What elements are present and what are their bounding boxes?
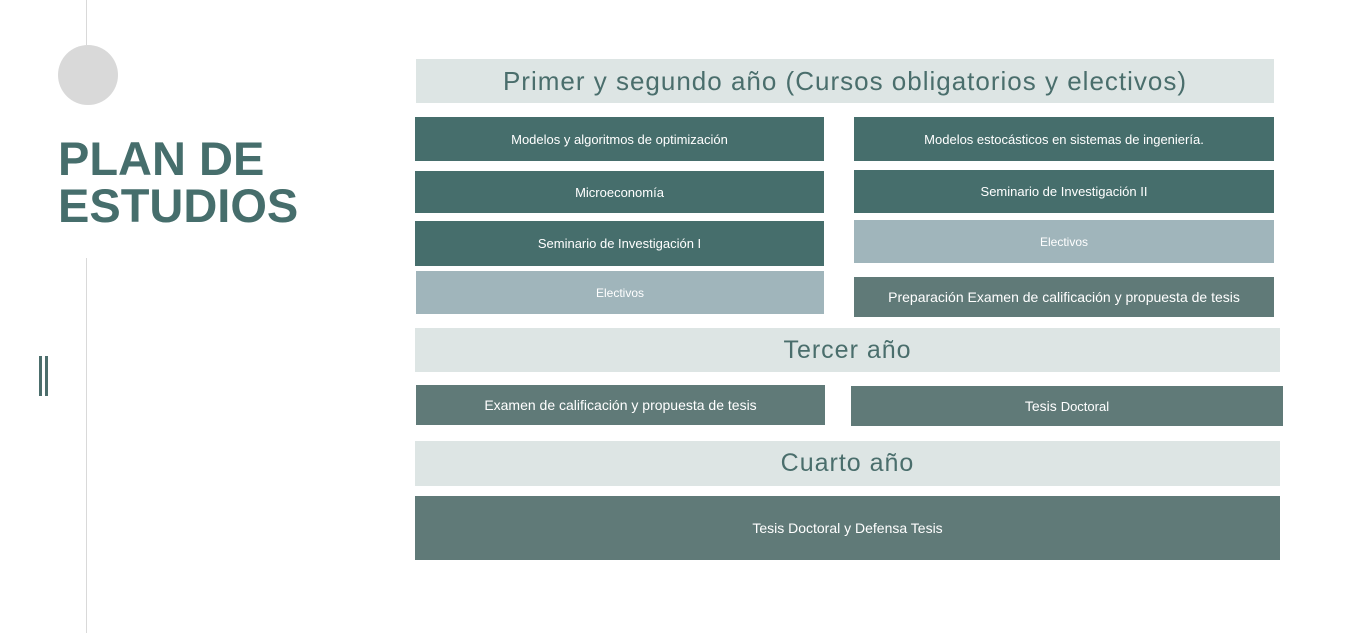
course-seminario-2: Seminario de Investigación II xyxy=(854,170,1274,213)
course-microeconomia: Microeconomía xyxy=(415,171,824,213)
course-optimizacion: Modelos y algoritmos de optimización xyxy=(415,117,824,161)
course-examen-calificacion: Examen de calificación y propuesta de te… xyxy=(416,385,825,425)
course-tesis-doctoral: Tesis Doctoral xyxy=(851,386,1283,426)
course-estocasticos: Modelos estocásticos en sistemas de inge… xyxy=(854,117,1274,161)
course-preparacion-examen: Preparación Examen de calificación y pro… xyxy=(854,277,1274,317)
header-year-3: Tercer año xyxy=(415,328,1280,372)
course-electivos-left: Electivos xyxy=(416,271,824,314)
course-electivos-right: Electivos xyxy=(854,220,1274,263)
decorative-circle xyxy=(58,45,118,105)
divider-line-bottom xyxy=(86,258,87,633)
course-seminario-1: Seminario de Investigación I xyxy=(415,221,824,266)
divider-line-top xyxy=(86,0,87,45)
page-title: PLAN DE ESTUDIOS xyxy=(58,132,299,232)
header-year-4: Cuarto año xyxy=(415,441,1280,486)
doctoral-label: Doctoral xyxy=(1060,398,1110,414)
course-tesis-defensa: Tesis Doctoral y Defensa Tesis xyxy=(415,496,1280,560)
tesis-label: Tesis xyxy=(1024,398,1057,414)
header-years-1-2: Primer y segundo año (Cursos obligatorio… xyxy=(416,59,1274,103)
pause-bars-icon xyxy=(39,356,48,396)
